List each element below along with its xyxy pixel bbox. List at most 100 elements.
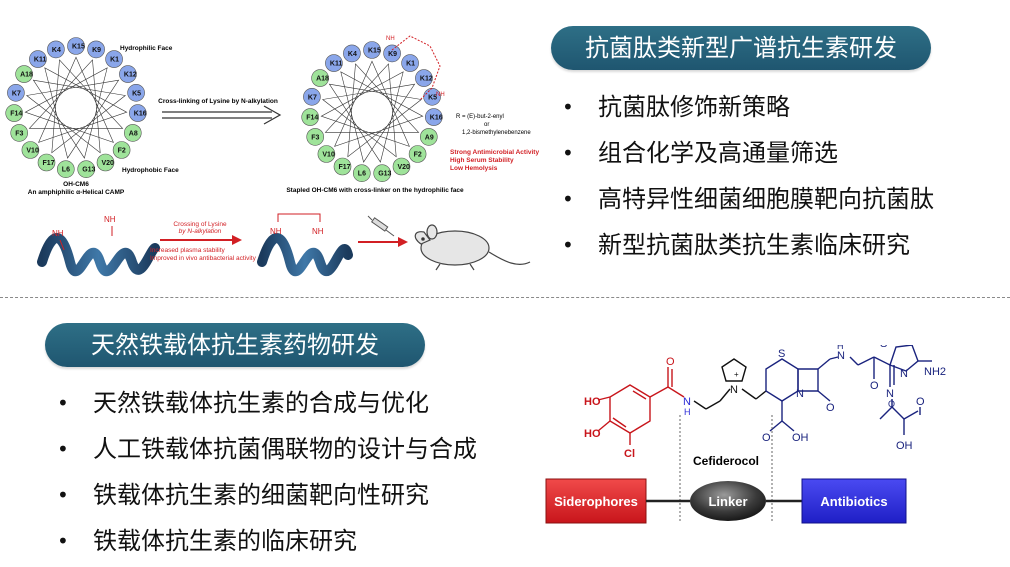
r-definition-2: or (484, 122, 489, 128)
residue-circle (317, 145, 336, 163)
catechol-ring (597, 367, 685, 445)
residue-label: K1 (110, 57, 119, 64)
r-definition-3: 1,2-bismethylenebenzene (462, 130, 531, 136)
wheel-spokes (24, 56, 128, 159)
residue-label: K11 (330, 61, 343, 68)
injection-arrow (358, 237, 408, 247)
residue-circle (129, 104, 147, 122)
section2-bullet: 铁载体抗生素的临床研究 (55, 518, 477, 564)
section1-bullet: 组合化学及高通量筛选 (560, 130, 934, 176)
atom-plus: + (734, 370, 739, 379)
bottom-arrow-label-2: by N-alkylation (179, 228, 222, 235)
residue-label: A8 (129, 130, 138, 137)
left-caption-2: An amphiphilic α-Helical CAMP (28, 189, 125, 196)
residue-label: G13 (82, 167, 95, 174)
residue-circle (5, 104, 23, 122)
atom-o-sidechain: O (870, 380, 879, 392)
cephem-core (765, 358, 831, 432)
cross-linker (391, 35, 441, 101)
residue-label: L6 (358, 171, 366, 178)
residue-circle (363, 41, 381, 59)
residue-circle (96, 153, 115, 172)
helix-ribbon-right (257, 233, 353, 276)
r-definition-1: R = (E)-but-2-enyl (456, 114, 504, 120)
section2-bullet: 铁载体抗生素的细菌靶向性研究 (55, 472, 477, 518)
residue-label: F2 (414, 152, 422, 159)
residue-circle (77, 160, 95, 178)
helix-nh-left-2: NH (104, 215, 116, 224)
residue-circle (105, 50, 123, 68)
hydrophilic-face-label-left: Hydrophilic Face (120, 45, 173, 52)
section1-bullet: 高特异性细菌细胞膜靶向抗菌肽 (560, 176, 934, 222)
atom-o-carbonyl: O (666, 356, 675, 368)
residue-circle (21, 141, 40, 159)
residue-label: K12 (420, 76, 433, 83)
atom-ho-2: HO (584, 428, 601, 440)
residue-circle (424, 108, 443, 126)
residue-label: K5 (428, 94, 437, 101)
linker-ellipse (690, 481, 766, 521)
atom-nh2: NH2 (924, 366, 946, 378)
wheel-spokes (320, 60, 424, 163)
residue-circle (325, 54, 343, 72)
residue-circle (419, 128, 438, 146)
residue-circle (112, 141, 131, 159)
residue-label: K16 (134, 111, 147, 118)
section1-bullet: 新型抗菌肽类抗生素临床研究 (560, 222, 934, 268)
residue-circle (57, 160, 75, 178)
residue-label: F14 (306, 115, 318, 122)
section2-bullet-list: 天然铁载体抗生素的合成与优化 人工铁载体抗菌偶联物的设计与合成 铁载体抗生素的细… (55, 380, 477, 564)
linker-nh-label-2: NH (436, 92, 445, 98)
section2-bullet: 天然铁载体抗生素的合成与优化 (55, 380, 477, 426)
siderophores-label: Siderophores (554, 494, 638, 509)
left-caption-1: OH-CM6 (63, 181, 89, 188)
atom-o-oxime: O (888, 399, 895, 409)
atom-oh-terminal: OH (896, 440, 913, 452)
residue-circle (352, 164, 371, 182)
helix-nh-right-1: NH (270, 227, 282, 236)
cefiderocol-structure: O HO HO Cl N H N + S N O O OH N H O N O … (545, 345, 946, 524)
residue-label: F3 (311, 134, 319, 141)
residue-label: K15 (72, 44, 85, 51)
residue-label: K4 (348, 51, 357, 58)
atom-o-terminal: O (916, 396, 925, 408)
residue-circle (333, 157, 352, 176)
residue-label: K4 (52, 47, 61, 54)
residue-circle (343, 44, 361, 63)
syringe-icon (367, 215, 395, 237)
residue-label: K1 (406, 61, 415, 68)
bottom-arrow (160, 235, 242, 245)
residue-label: V20 (398, 164, 411, 171)
residue-label: K9 (92, 47, 101, 54)
linker-nh-label-1: NH (386, 36, 395, 42)
residue-label: G13 (378, 171, 391, 178)
residue-circle (303, 88, 321, 106)
residue-label: K11 (34, 57, 47, 64)
residue-label: F14 (10, 111, 22, 118)
linker-chain (693, 358, 767, 410)
residue-label: A18 (20, 72, 33, 79)
residue-label: L6 (62, 167, 70, 174)
residue-circle (119, 65, 137, 83)
atom-oh-acid: OH (792, 432, 809, 444)
residue-label: V10 (322, 152, 335, 159)
residue-label: F2 (118, 148, 126, 155)
residue-circle (29, 50, 47, 68)
section1-bullet: 抗菌肽修饰新策略 (560, 84, 934, 130)
residue-circle (124, 124, 142, 142)
residue-circle (7, 84, 25, 102)
residue-circle (383, 44, 401, 63)
residue-circle (311, 69, 329, 87)
residue-label: K12 (124, 72, 137, 79)
helix-ribbon-left (37, 233, 160, 276)
residue-label: K9 (388, 51, 397, 58)
right-caption: Stapled OH-CM6 with cross-linker on the … (286, 187, 464, 194)
section-divider (0, 297, 1010, 298)
residue-circle (415, 69, 433, 87)
residue-label: K7 (12, 90, 21, 97)
residue-circle (127, 84, 145, 102)
atom-n-thiazole: N (900, 368, 908, 380)
double-arrow (162, 105, 282, 125)
